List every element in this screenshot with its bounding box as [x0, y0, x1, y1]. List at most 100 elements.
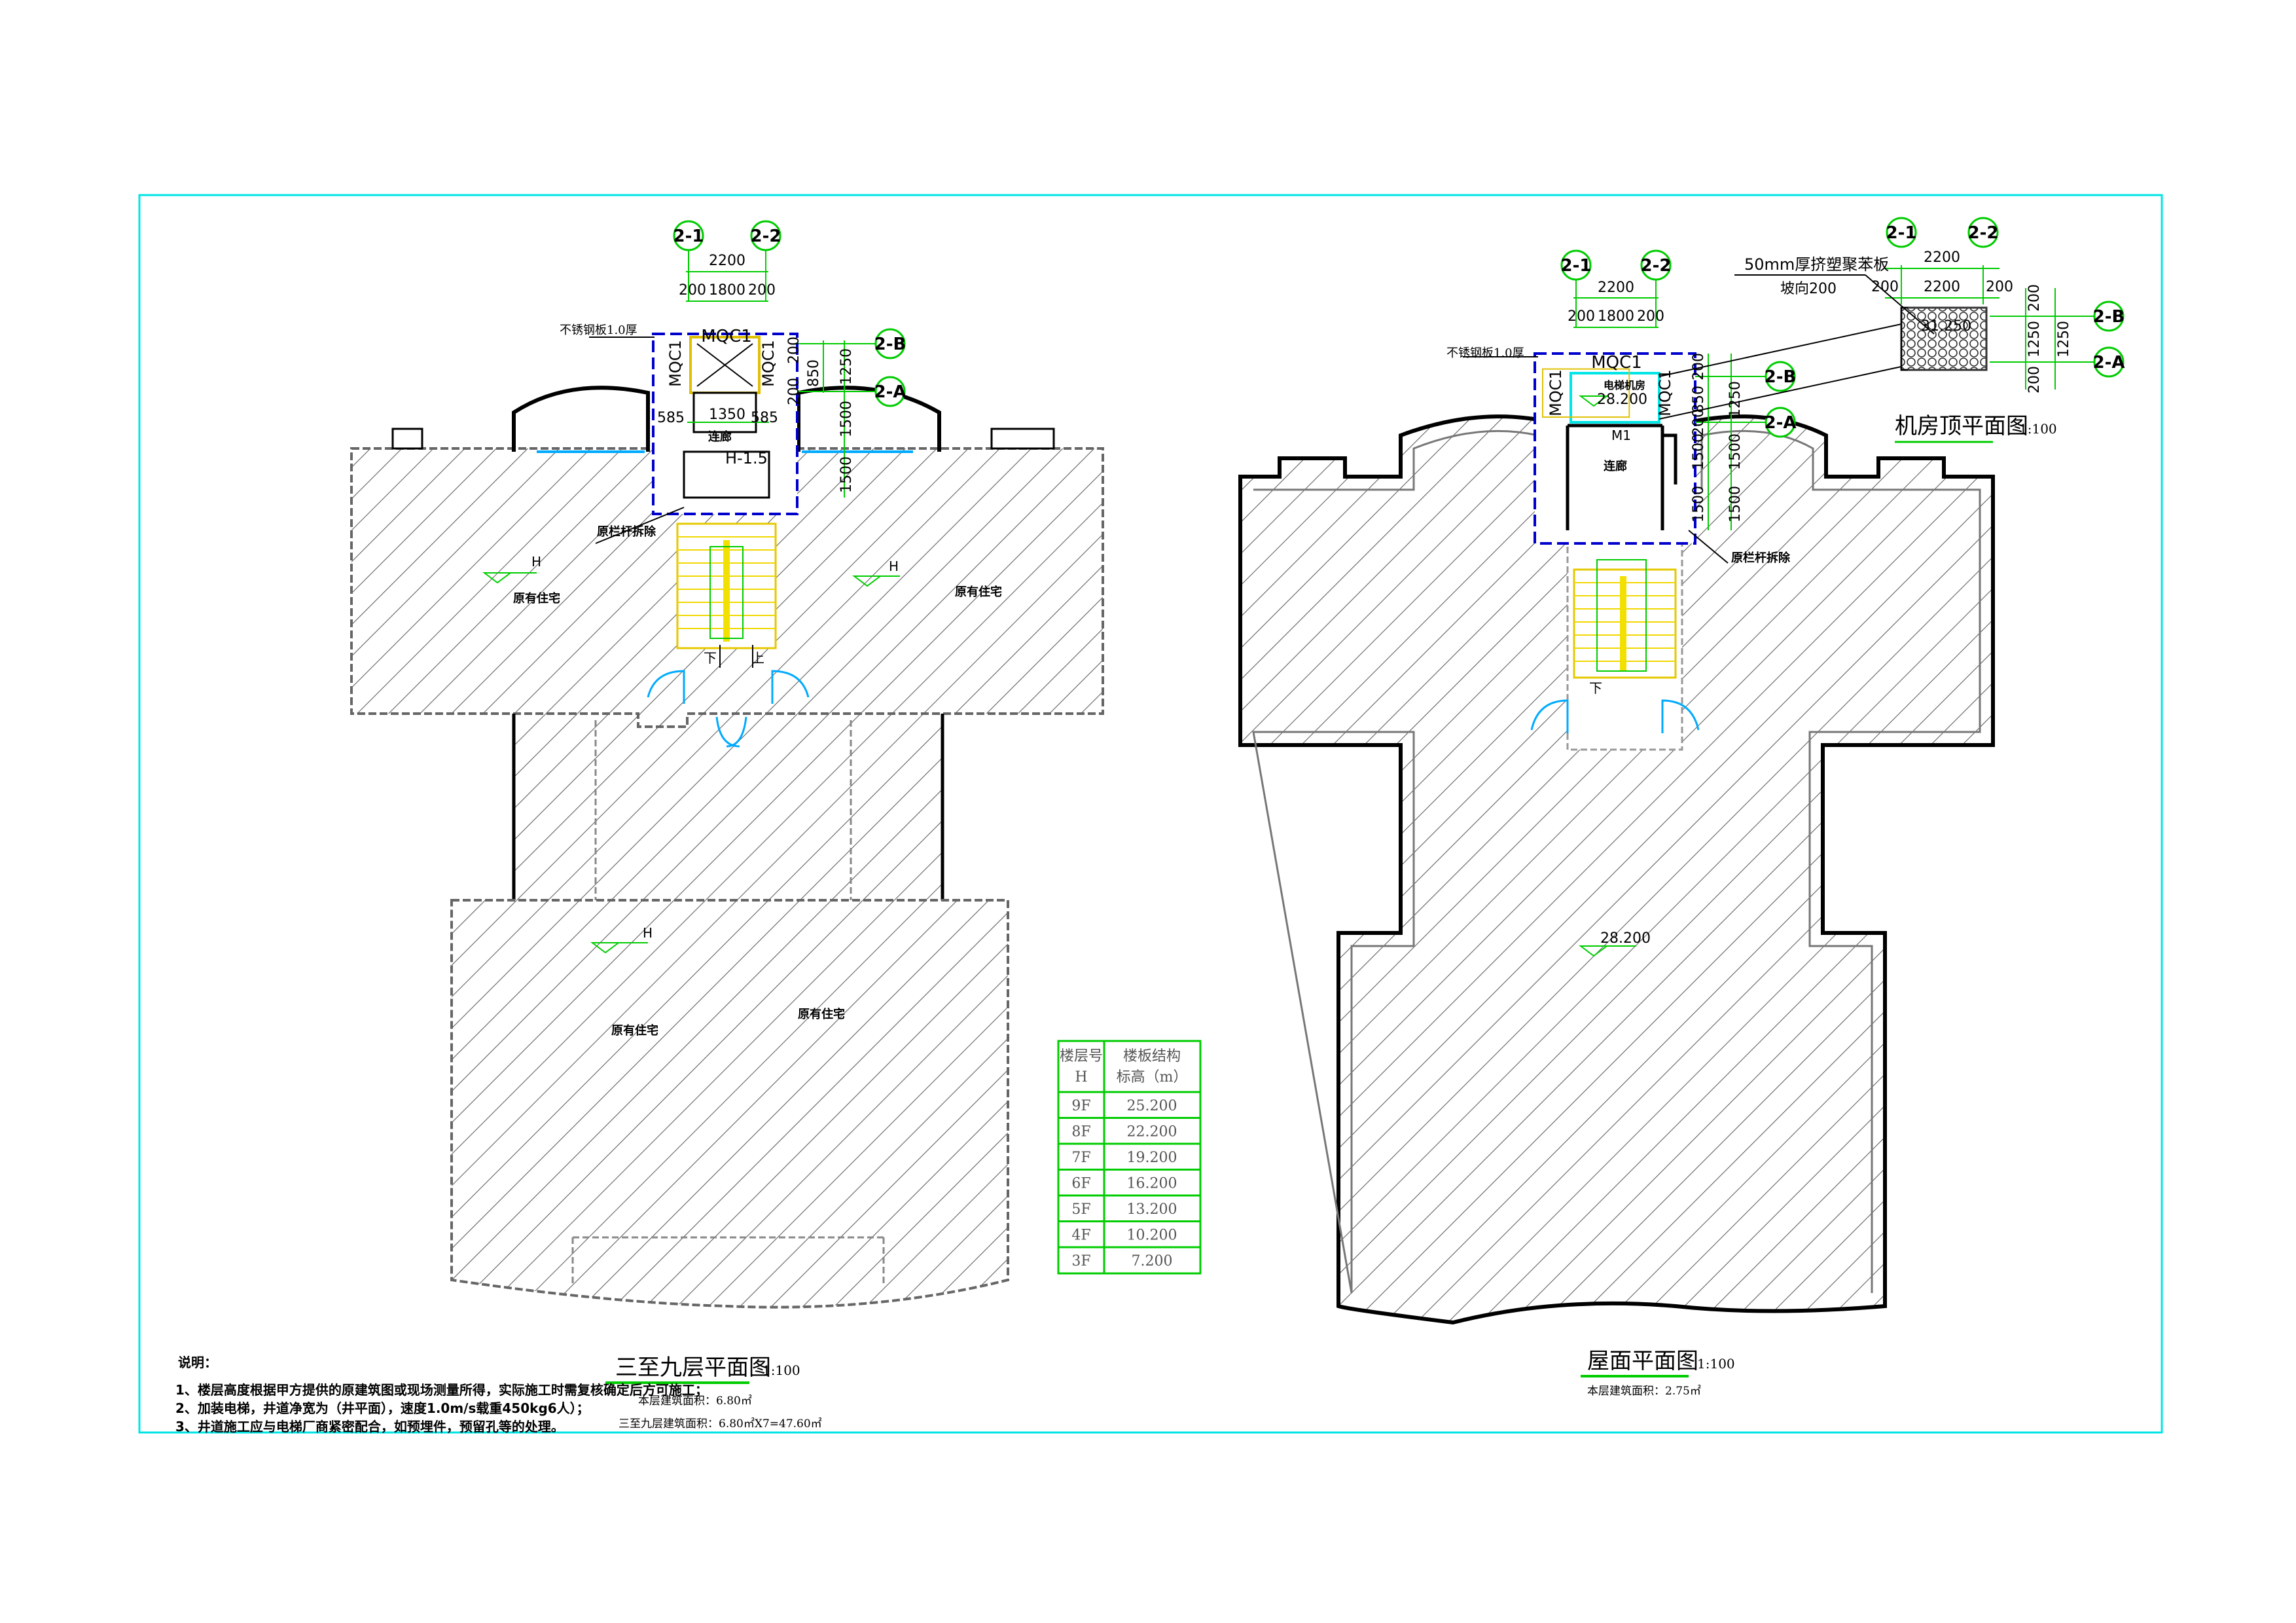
- right-machine-room: 电梯机房: [1604, 379, 1645, 392]
- right-railing-note: 原栏杆拆除: [1731, 551, 1791, 565]
- left-area-floor: 本层建筑面积：6.80㎡: [638, 1395, 752, 1408]
- right-dim-200c: 200: [1691, 353, 1707, 380]
- left-stair-down: 下: [704, 650, 717, 666]
- roof-level: 31.250: [1921, 318, 1971, 335]
- right-dim-200d: 200: [1691, 409, 1707, 436]
- left-lower-slab: [450, 899, 1009, 1309]
- right-area-floor: 本层建筑面积：2.75㎡: [1587, 1385, 1701, 1398]
- roof-axis-2-B: 2-B: [2093, 307, 2125, 327]
- roof-dim-2200a: 2200: [1924, 249, 1960, 266]
- left-chimney-2: [990, 428, 1055, 450]
- notes-line3: 3、井道施工应与电梯厂商紧密配合，如预埋件，预留孔等的处理。: [175, 1419, 564, 1434]
- left-plan-scale: 1:100: [762, 1362, 800, 1378]
- level-table: [1057, 1040, 1202, 1275]
- table-cell-level: 10.200: [1127, 1228, 1177, 1244]
- table-cell-level: 25.200: [1127, 1098, 1177, 1114]
- table-cell-level: 19.200: [1127, 1150, 1177, 1166]
- left-dim-850: 850: [806, 359, 822, 387]
- right-dim-200a: 200: [1568, 308, 1595, 325]
- roof-plan-title: 机房顶平面图: [1895, 413, 2028, 439]
- table-header-floor-sub: H: [1075, 1069, 1087, 1085]
- roof-dim-200b: 200: [1986, 279, 2013, 295]
- table-header-level-sub: 标高（m）: [1117, 1069, 1188, 1085]
- roof-dim-200a: 200: [1871, 279, 1899, 295]
- roof-dim-200d: 200: [2026, 366, 2043, 393]
- left-axis-2-2: 2-2: [751, 227, 781, 246]
- right-axis-2-A: 2-A: [1764, 413, 1796, 433]
- bottom-mask: [0, 1434, 2296, 1623]
- left-room-upper-left: 原有住宅: [513, 591, 560, 606]
- left-dim-1250: 1250: [838, 348, 855, 385]
- roof-dim-2200b: 2200: [1924, 279, 1960, 295]
- right-dim-1500d: 1500: [1727, 486, 1744, 522]
- drawing-frame: [138, 194, 2163, 1434]
- left-plan-title: 三至九层平面图: [615, 1355, 771, 1381]
- table-cell-floor: 9F: [1071, 1098, 1090, 1114]
- left-dim-1500a: 1500: [838, 401, 855, 437]
- left-corridor: 连廊: [708, 429, 732, 444]
- left-dim-2200: 2200: [709, 253, 745, 269]
- right-machine-room: [1570, 372, 1660, 424]
- roof-dim-1250a: 1250: [2026, 321, 2043, 357]
- roof-insulation-note: 50mm厚挤塑聚苯板: [1744, 255, 1889, 274]
- right-plan-title: 屋面平面图: [1587, 1348, 1698, 1374]
- left-room-upper-right: 原有住宅: [955, 585, 1002, 599]
- right-plan-scale: 1:100: [1697, 1356, 1735, 1372]
- left-mqc1: MQC1: [701, 327, 752, 346]
- left-h-mark: H-1.5: [725, 449, 768, 467]
- table-cell-level: 22.200: [1127, 1124, 1177, 1140]
- left-arch-right: [797, 386, 941, 452]
- left-dim-585a: 585: [657, 410, 685, 426]
- notes-line2: 2、加装电梯，井道净宽为（井平面），速度1.0m/s载重450kg6人）；: [175, 1400, 590, 1416]
- left-dim-585b: 585: [751, 410, 778, 426]
- plan-left: [350, 220, 1104, 1309]
- right-mqc1-left: MQC1: [1547, 369, 1565, 416]
- left-dim-200d: 200: [786, 378, 802, 405]
- plan-right: [1238, 249, 1995, 1325]
- notes-heading: 说明：: [178, 1355, 217, 1370]
- table-cell-floor: 6F: [1071, 1176, 1090, 1192]
- left-dim-200c: 200: [786, 337, 802, 364]
- right-dim-1250: 1250: [1727, 381, 1744, 418]
- left-dim-200b: 200: [748, 282, 776, 299]
- left-room-lower-right: 原有住宅: [798, 1007, 845, 1021]
- left-room-lower-left: 原有住宅: [611, 1023, 658, 1038]
- left-area-total: 三至九层建筑面积：6.80㎡X7=47.60㎡: [619, 1417, 822, 1431]
- table-header-level: 楼板结构: [1123, 1048, 1181, 1065]
- roof-dim-1250b: 1250: [2056, 321, 2072, 357]
- table-cell-floor: 8F: [1071, 1124, 1090, 1140]
- right-roof-slab: [1238, 414, 1995, 1325]
- table-cell-floor: 7F: [1071, 1150, 1090, 1166]
- left-axis-2-A: 2-A: [874, 382, 906, 402]
- roof-axis-2-2: 2-2: [1968, 223, 1999, 243]
- left-level-h2: H: [889, 558, 899, 574]
- left-dim-1350: 1350: [709, 407, 745, 423]
- left-arch-left: [512, 386, 650, 452]
- right-dim-1500c: 1500: [1691, 486, 1707, 522]
- roof-axis-2-1: 2-1: [1886, 223, 1917, 243]
- table-cell-floor: 4F: [1071, 1228, 1090, 1244]
- left-mqc1-right: MQC1: [759, 340, 778, 387]
- right-dim-1800: 1800: [1598, 308, 1634, 325]
- left-mqc1-left: MQC1: [666, 340, 685, 387]
- right-steel-note: 不锈钢板1.0厚: [1446, 346, 1524, 360]
- roof-dim-200c: 200: [2026, 284, 2043, 312]
- left-middle-slab: [514, 714, 942, 900]
- right-dim-850: 850: [1691, 386, 1707, 413]
- right-axis-2-1: 2-1: [1561, 256, 1592, 276]
- left-dim-1800: 1800: [709, 282, 745, 299]
- table-cell-floor: 5F: [1071, 1201, 1090, 1218]
- table-cell-level: 16.200: [1127, 1176, 1177, 1192]
- left-dim-200a: 200: [679, 282, 706, 299]
- right-axis-2-B: 2-B: [1765, 367, 1797, 387]
- roof-slope-note: 坡向200: [1780, 281, 1837, 297]
- right-mqc1-right: MQC1: [1656, 369, 1674, 416]
- right-axis-2-2: 2-2: [1641, 256, 1672, 276]
- left-dim-1500b: 1500: [838, 456, 855, 493]
- right-dim-200b: 200: [1637, 308, 1664, 325]
- left-level-h3: H: [643, 925, 653, 941]
- right-door-m1: M1: [1611, 428, 1631, 443]
- left-level-h1: H: [531, 554, 541, 570]
